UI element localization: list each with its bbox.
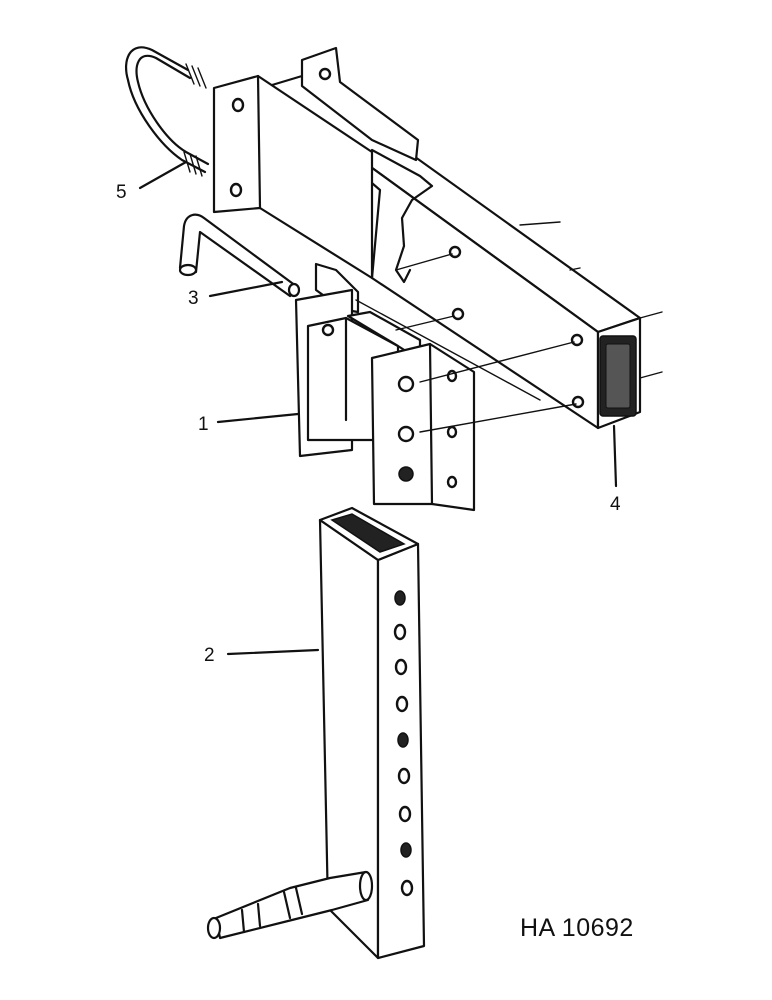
callout-2: 2 xyxy=(204,645,215,666)
leader-lines xyxy=(138,160,618,656)
callout-1: 1 xyxy=(198,414,209,435)
part-3-l-pin xyxy=(178,213,301,298)
part-2-spindle-post xyxy=(206,506,426,960)
callout-4: 4 xyxy=(610,494,621,515)
drawing-code: HA 10692 xyxy=(520,914,634,942)
part-5-u-bolt xyxy=(124,46,210,177)
part-4-main-tube xyxy=(260,74,663,430)
part-1-bracket xyxy=(294,262,476,512)
callout-3: 3 xyxy=(188,288,199,309)
alignment-lines xyxy=(355,253,577,433)
callout-5: 5 xyxy=(116,182,127,203)
upper-clamp-plate xyxy=(212,46,420,280)
